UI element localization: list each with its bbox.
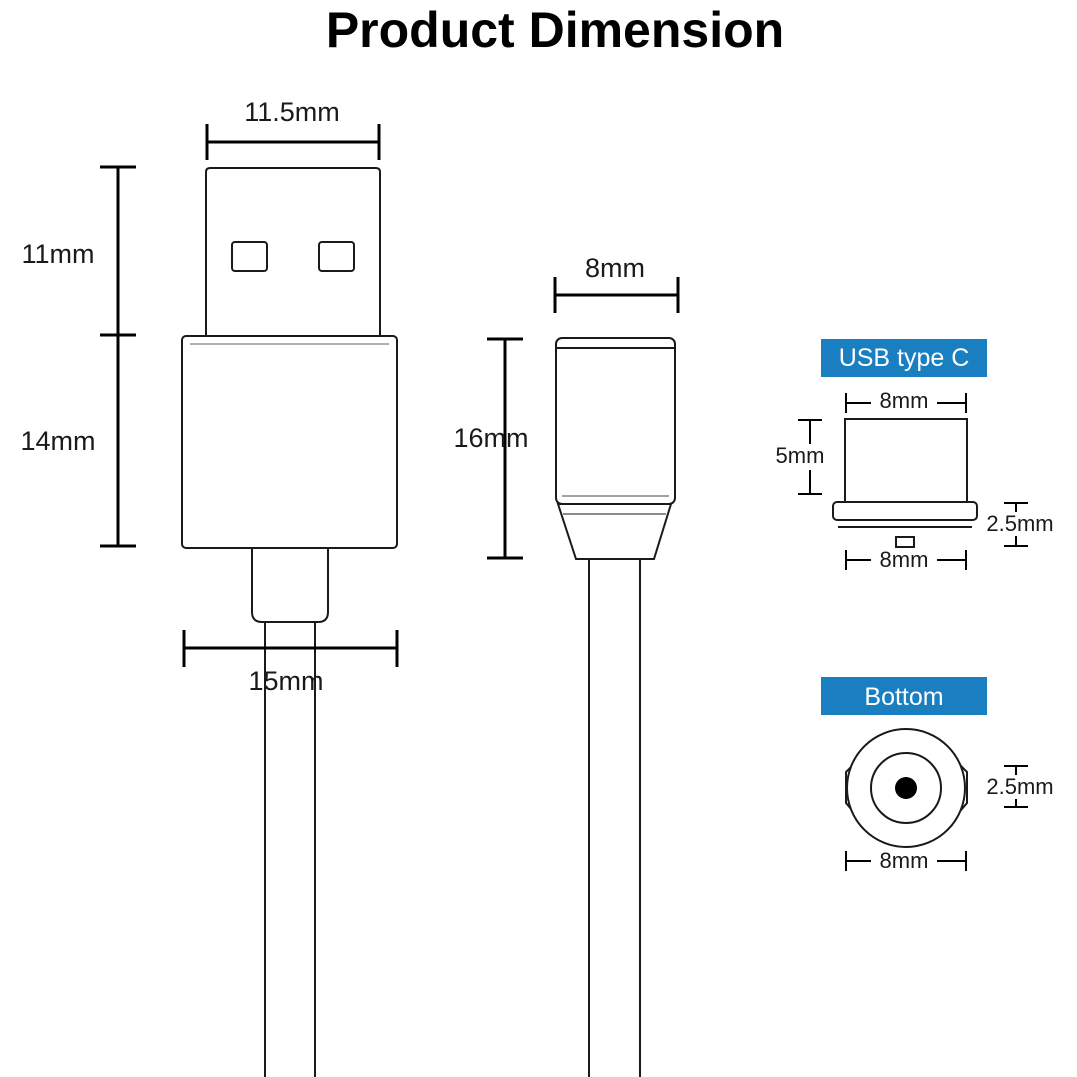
usb-a-connector (181, 167, 398, 1077)
usb-a-height-dimension: 11mm 14mm (20, 165, 136, 548)
bottom-view-badge-label: Bottom (864, 683, 943, 711)
bottom-view-badge (821, 677, 987, 715)
usb-type-c-badge (821, 339, 987, 377)
magnetic-tip-height-label: 16mm (453, 423, 528, 453)
magnetic-tip-connector (555, 337, 676, 1077)
center-pin (895, 777, 917, 799)
usb-type-c-bottom-width-label: 8mm (880, 547, 929, 572)
usb-type-c-section: USB type C 8mm 5mm 2.5mm 8mm (773, 339, 1056, 573)
usb-a-housing-width-dimension: 15mm (182, 630, 399, 696)
bottom-view-width-label: 8mm (880, 848, 929, 873)
magnetic-tip-width-label: 8mm (585, 253, 645, 283)
usb-a-housing-width-label: 15mm (248, 666, 323, 696)
magnetic-tip-width-dimension: 8mm (553, 253, 680, 313)
bottom-view-pin-label: 2.5mm (986, 774, 1053, 799)
usb-a-width-label: 11.5mm (244, 97, 340, 127)
usb-a-plug-height-label: 11mm (21, 239, 94, 269)
usb-type-c-badge-label: USB type C (839, 344, 970, 372)
usb-a-width-dimension: 11.5mm (205, 97, 381, 160)
magnetic-tip-height-dimension: 16mm (453, 337, 529, 560)
usb-a-housing-height-label: 14mm (20, 426, 95, 456)
bottom-view-section: Bottom 2.5mm 8mm (821, 677, 1056, 874)
page-title: Product Dimension (326, 2, 784, 58)
usb-type-c-height-label: 5mm (776, 443, 825, 468)
usb-type-c-flange-label: 2.5mm (986, 511, 1053, 536)
usb-type-c-top-width-label: 8mm (880, 388, 929, 413)
